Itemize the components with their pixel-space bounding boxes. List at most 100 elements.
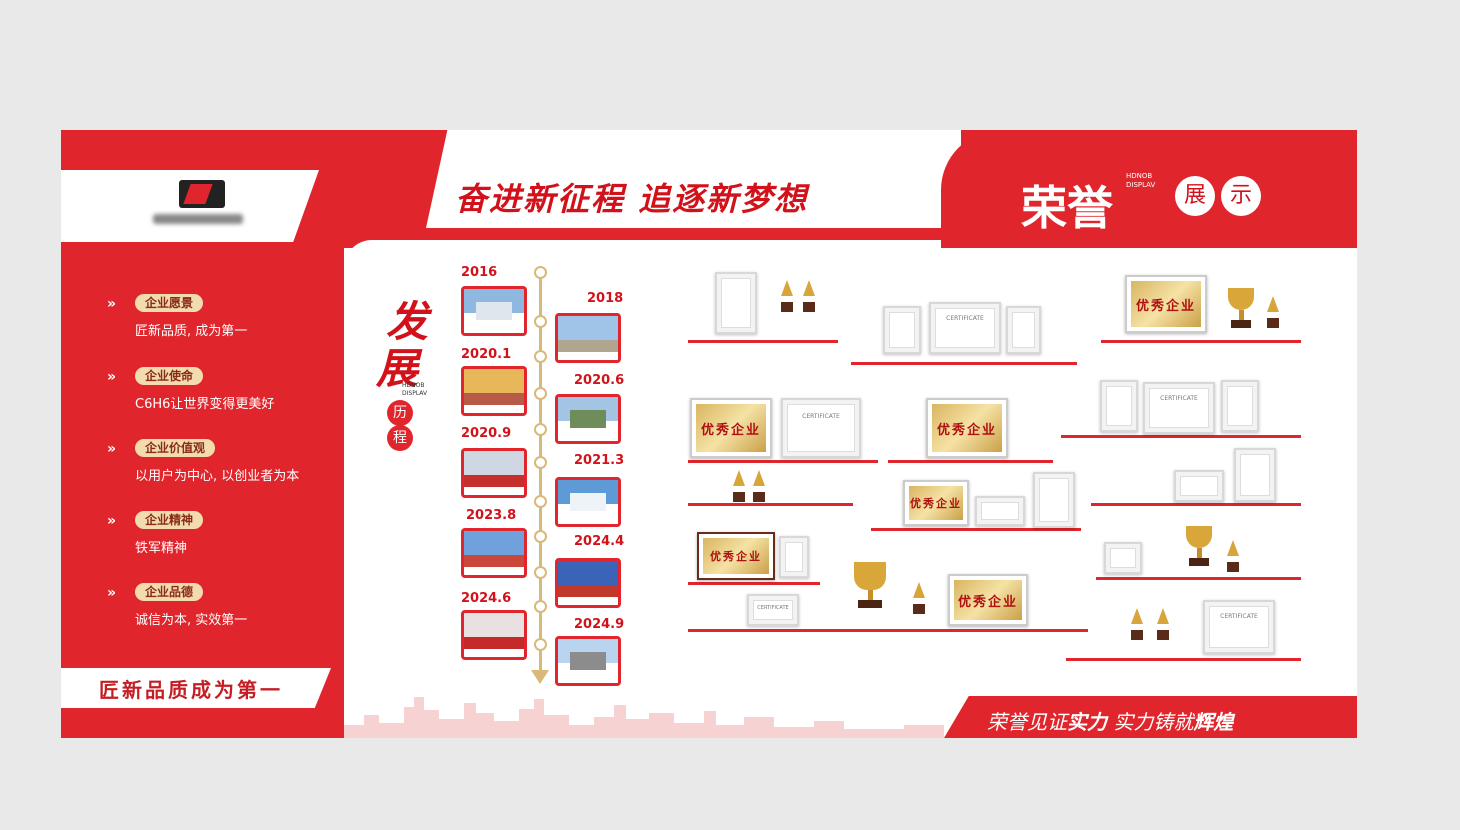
- dev-en-sub: HDNOB DISPLAV: [402, 382, 427, 398]
- gold-cup-icon: [1227, 288, 1255, 328]
- trophy-icon: [913, 582, 925, 614]
- certificate-frame: CERTIFICATE: [1203, 600, 1275, 654]
- award-label: 优秀企业: [696, 404, 766, 452]
- left-panel: » 企业愿景 匠新品质, 成为第一 » 企业使命 C6H6让世界变得更美好 » …: [61, 130, 344, 738]
- certificate-frame: CERTIFICATE: [1143, 382, 1215, 434]
- certificate-frame: [1174, 470, 1224, 502]
- trophy-icon: [1267, 296, 1279, 328]
- certificate-frame: [715, 272, 757, 334]
- culture-label: 企业品德: [135, 583, 204, 601]
- shelf: [688, 503, 853, 506]
- certificate-label: CERTIFICATE: [787, 404, 855, 452]
- excellent-award-plaque: 优秀企业: [903, 480, 969, 526]
- shelf: [688, 629, 1088, 632]
- timeline-photo: [555, 636, 621, 686]
- timeline-dot: [534, 600, 547, 613]
- trophy-icon: [1131, 608, 1143, 640]
- slogan-bold: 实力: [1067, 710, 1107, 734]
- chevron-icon: »: [107, 585, 117, 601]
- shelf: [1066, 658, 1301, 661]
- certificate-frame: [1100, 380, 1138, 432]
- honor-en-sub: HDNOB DISPLAV: [1126, 172, 1155, 190]
- excellent-award-plaque: 优秀企业: [690, 398, 772, 458]
- timeline-photo: [555, 313, 621, 363]
- timeline-photo: [555, 394, 621, 444]
- trophy-icon: [1157, 608, 1169, 640]
- award-label: 优秀企业: [932, 404, 1002, 452]
- gold-cup-icon: [853, 562, 887, 608]
- dev-circle-cheng: 程: [387, 425, 413, 451]
- timeline-dot: [534, 530, 547, 543]
- shelf: [688, 340, 838, 343]
- award-label: 优秀企业: [1131, 281, 1201, 327]
- culture-desc: 以用户为中心, 以创业者为本: [135, 469, 300, 484]
- certificate-frame: CERTIFICATE: [747, 594, 799, 626]
- shelf: [851, 362, 1077, 365]
- excellent-award-plaque: 优秀企业: [697, 532, 775, 580]
- timeline-year: 2018: [587, 291, 624, 306]
- timeline-arrow-icon: [531, 670, 549, 684]
- dev-title-fa: 发: [386, 297, 429, 346]
- excellent-award-plaque: 优秀企业: [1125, 275, 1207, 333]
- trophy-icon: [803, 280, 815, 312]
- timeline-year: 2024.4: [574, 534, 625, 549]
- honor-title: 荣誉: [1021, 181, 1113, 235]
- shelf: [688, 460, 878, 463]
- company-logo-icon: [179, 180, 225, 208]
- timeline-year: 2020.9: [461, 426, 512, 441]
- culture-desc: C6H6让世界变得更美好: [135, 397, 275, 412]
- certificate-label: CERTIFICATE: [1209, 606, 1269, 648]
- certificate-label: CERTIFICATE: [1149, 388, 1209, 428]
- timeline-year: 2020.1: [461, 347, 512, 362]
- honor-en-line: HDNOB: [1126, 172, 1153, 180]
- chevron-icon: »: [107, 441, 117, 457]
- certificate-frame: CERTIFICATE: [929, 302, 1001, 354]
- shelf: [1096, 577, 1301, 580]
- certificate-frame: [1006, 306, 1041, 354]
- gold-cup-icon: [1185, 526, 1213, 566]
- timeline-year: 2023.8: [466, 508, 517, 523]
- timeline-dot: [534, 456, 547, 469]
- excellent-award-plaque: 优秀企业: [926, 398, 1008, 458]
- timeline-photo: [461, 528, 527, 578]
- shelf: [688, 582, 820, 585]
- shelf: [1101, 340, 1301, 343]
- culture-label: 企业价值观: [135, 439, 216, 457]
- bottom-slogan: 荣誉见证实力 实力铸就辉煌: [987, 706, 1233, 735]
- timeline-dot: [534, 266, 547, 279]
- trophy-icon: [733, 470, 745, 502]
- chevron-icon: »: [107, 513, 117, 529]
- timeline-photo: [461, 366, 527, 416]
- certificate-label: CERTIFICATE: [935, 308, 995, 348]
- honor-wall-board: » 企业愿景 匠新品质, 成为第一 » 企业使命 C6H6让世界变得更美好 » …: [61, 130, 1357, 738]
- certificate-frame: [1234, 448, 1276, 502]
- shelf: [871, 528, 1081, 531]
- timeline-year: 2024.9: [574, 617, 625, 632]
- certificate-frame: [883, 306, 921, 354]
- culture-desc: 铁军精神: [135, 541, 188, 556]
- certificate-frame: [975, 496, 1025, 526]
- certificate-frame: [779, 536, 809, 578]
- timeline-photo: [461, 610, 527, 660]
- culture-label: 企业使命: [135, 367, 204, 385]
- timeline-line: [539, 272, 542, 677]
- chevron-icon: »: [107, 369, 117, 385]
- left-slogan: 匠新品质成为第一: [61, 668, 331, 708]
- honor-en-line: DISPLAV: [1126, 181, 1156, 189]
- trophy-icon: [753, 470, 765, 502]
- timeline-year: 2021.3: [574, 453, 625, 468]
- certificate-label: CERTIFICATE: [753, 600, 793, 620]
- certificate-frame: [1033, 472, 1075, 528]
- culture-label: 企业精神: [135, 511, 204, 529]
- honor-title-panel: [941, 130, 1357, 248]
- timeline-year: 2020.6: [574, 373, 625, 388]
- culture-desc: 匠新品质, 成为第一: [135, 324, 248, 339]
- timeline-year: 2024.6: [461, 591, 512, 606]
- culture-desc: 诚信为本, 实效第一: [135, 613, 248, 628]
- slogan-part: 实力铸就: [1107, 710, 1194, 734]
- dev-en-line: HDNOB: [402, 382, 425, 389]
- culture-label: 企业愿景: [135, 294, 204, 312]
- chevron-icon: »: [107, 296, 117, 312]
- shelf: [1061, 435, 1301, 438]
- timeline-photo: [461, 448, 527, 498]
